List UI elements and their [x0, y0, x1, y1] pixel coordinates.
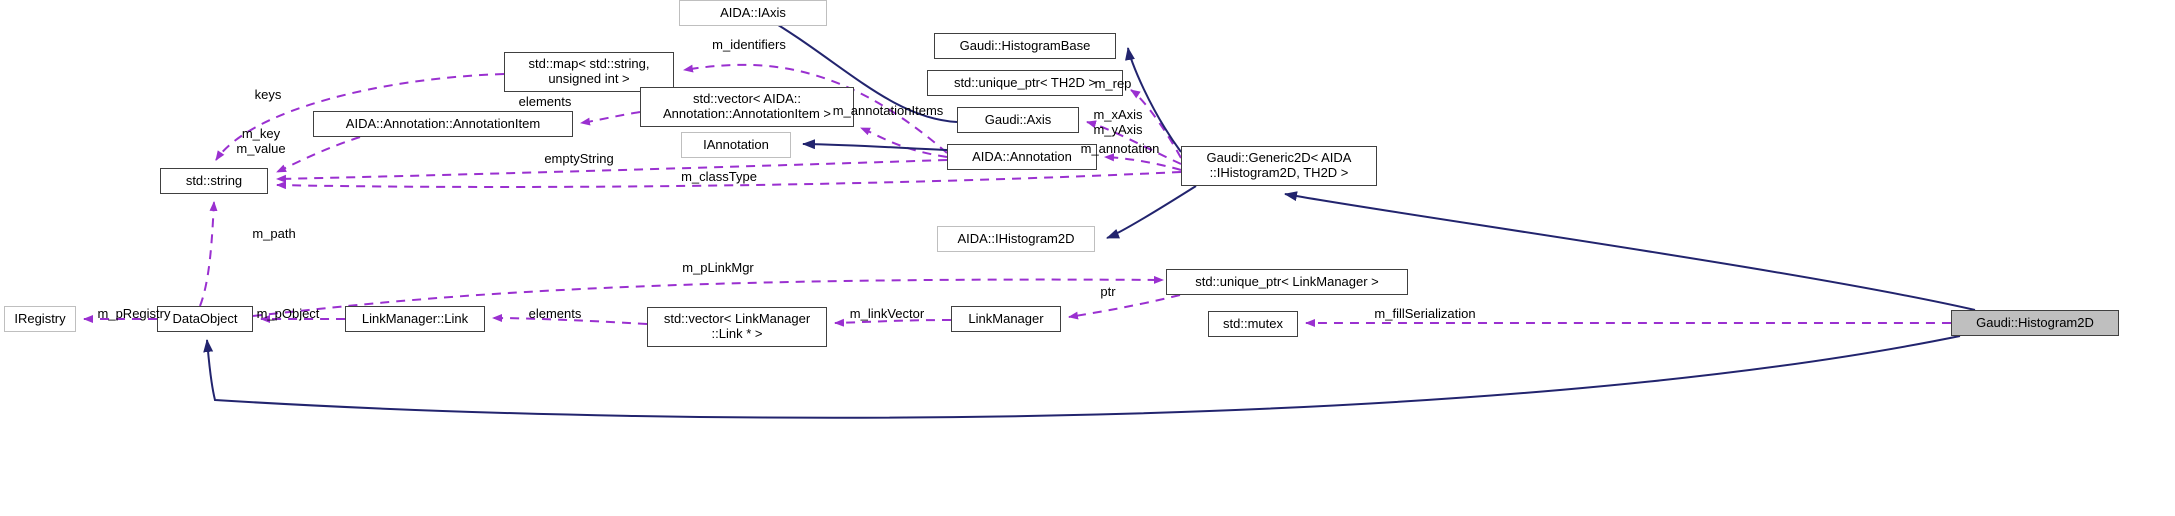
node-std-vector-link-ptr[interactable]: std::vector< LinkManager ::Link * > — [647, 307, 827, 347]
node-linkmanager-link[interactable]: LinkManager::Link — [345, 306, 485, 332]
edge-label-m-xaxis-yaxis: m_xAxis m_yAxis — [1093, 107, 1143, 137]
node-linkmanager[interactable]: LinkManager — [951, 306, 1061, 332]
edge-label-m-pobject: m_pObject — [256, 306, 320, 321]
inherit-annotation-iannotation — [802, 139, 948, 151]
edge-label-m-annotation: m_annotation — [1080, 141, 1160, 156]
node-gaudi-axis[interactable]: Gaudi::Axis — [957, 107, 1079, 133]
edge-m-annotation — [1104, 153, 1182, 171]
node-gaudi-histogrambase[interactable]: Gaudi::HistogramBase — [934, 33, 1116, 59]
edge-elements-annotationitem — [580, 111, 641, 126]
node-dataobject[interactable]: DataObject — [157, 306, 253, 332]
node-aida-iaxis[interactable]: AIDA::IAxis — [679, 0, 827, 26]
edge-label-m-classtype: m_classType — [681, 169, 757, 184]
node-std-unique-ptr-th2d[interactable]: std::unique_ptr< TH2D > — [927, 70, 1123, 96]
edge-label-m-rep: m_rep — [1094, 76, 1132, 91]
edge-label-m-identifiers: m_identifiers — [712, 37, 786, 52]
edge-label-m-linkvector: m_linkVector — [849, 306, 925, 321]
edge-m-annotationitems — [860, 127, 948, 158]
edge-label-elements-annotationitem: elements — [518, 94, 572, 109]
edge-label-m-key-value: m_key m_value — [236, 126, 286, 156]
node-gaudi-generic2d[interactable]: Gaudi::Generic2D< AIDA ::IHistogram2D, T… — [1181, 146, 1377, 186]
node-aida-annotation-annotationitem[interactable]: AIDA::Annotation::AnnotationItem — [313, 111, 573, 137]
edge-label-m-fillserialization: m_fillSerialization — [1374, 306, 1476, 321]
inherit-generic2d-ihistogram2d — [1106, 185, 1197, 239]
node-std-mutex[interactable]: std::mutex — [1208, 311, 1298, 337]
inherit-histogram2d-dataobject — [203, 335, 1961, 419]
edge-label-emptystring: emptyString — [544, 151, 614, 166]
node-std-string[interactable]: std::string — [160, 168, 268, 194]
node-iregistry[interactable]: IRegistry — [4, 306, 76, 332]
edge-label-ptr: ptr — [1100, 284, 1116, 299]
edge-label-elements-link: elements — [528, 306, 582, 321]
node-iannotation[interactable]: IAnnotation — [681, 132, 791, 158]
edge-label-m-plinkmgr: m_pLinkMgr — [682, 260, 754, 275]
node-std-unique-ptr-linkmanager[interactable]: std::unique_ptr< LinkManager > — [1166, 269, 1408, 295]
node-std-map-string-uint[interactable]: std::map< std::string, unsigned int > — [504, 52, 674, 92]
node-gaudi-histogram2d[interactable]: Gaudi::Histogram2D — [1951, 310, 2119, 336]
node-aida-annotation[interactable]: AIDA::Annotation — [947, 144, 1097, 170]
edge-label-m-annotationitems: m_annotationItems — [832, 103, 944, 118]
edge-label-keys: keys — [254, 87, 282, 102]
edge-label-m-path: m_path — [252, 226, 296, 241]
edge-m-path — [199, 201, 218, 307]
edge-label-m-pregistry: m_pRegistry — [97, 306, 171, 321]
node-aida-ihistogram2d[interactable]: AIDA::IHistogram2D — [937, 226, 1095, 252]
